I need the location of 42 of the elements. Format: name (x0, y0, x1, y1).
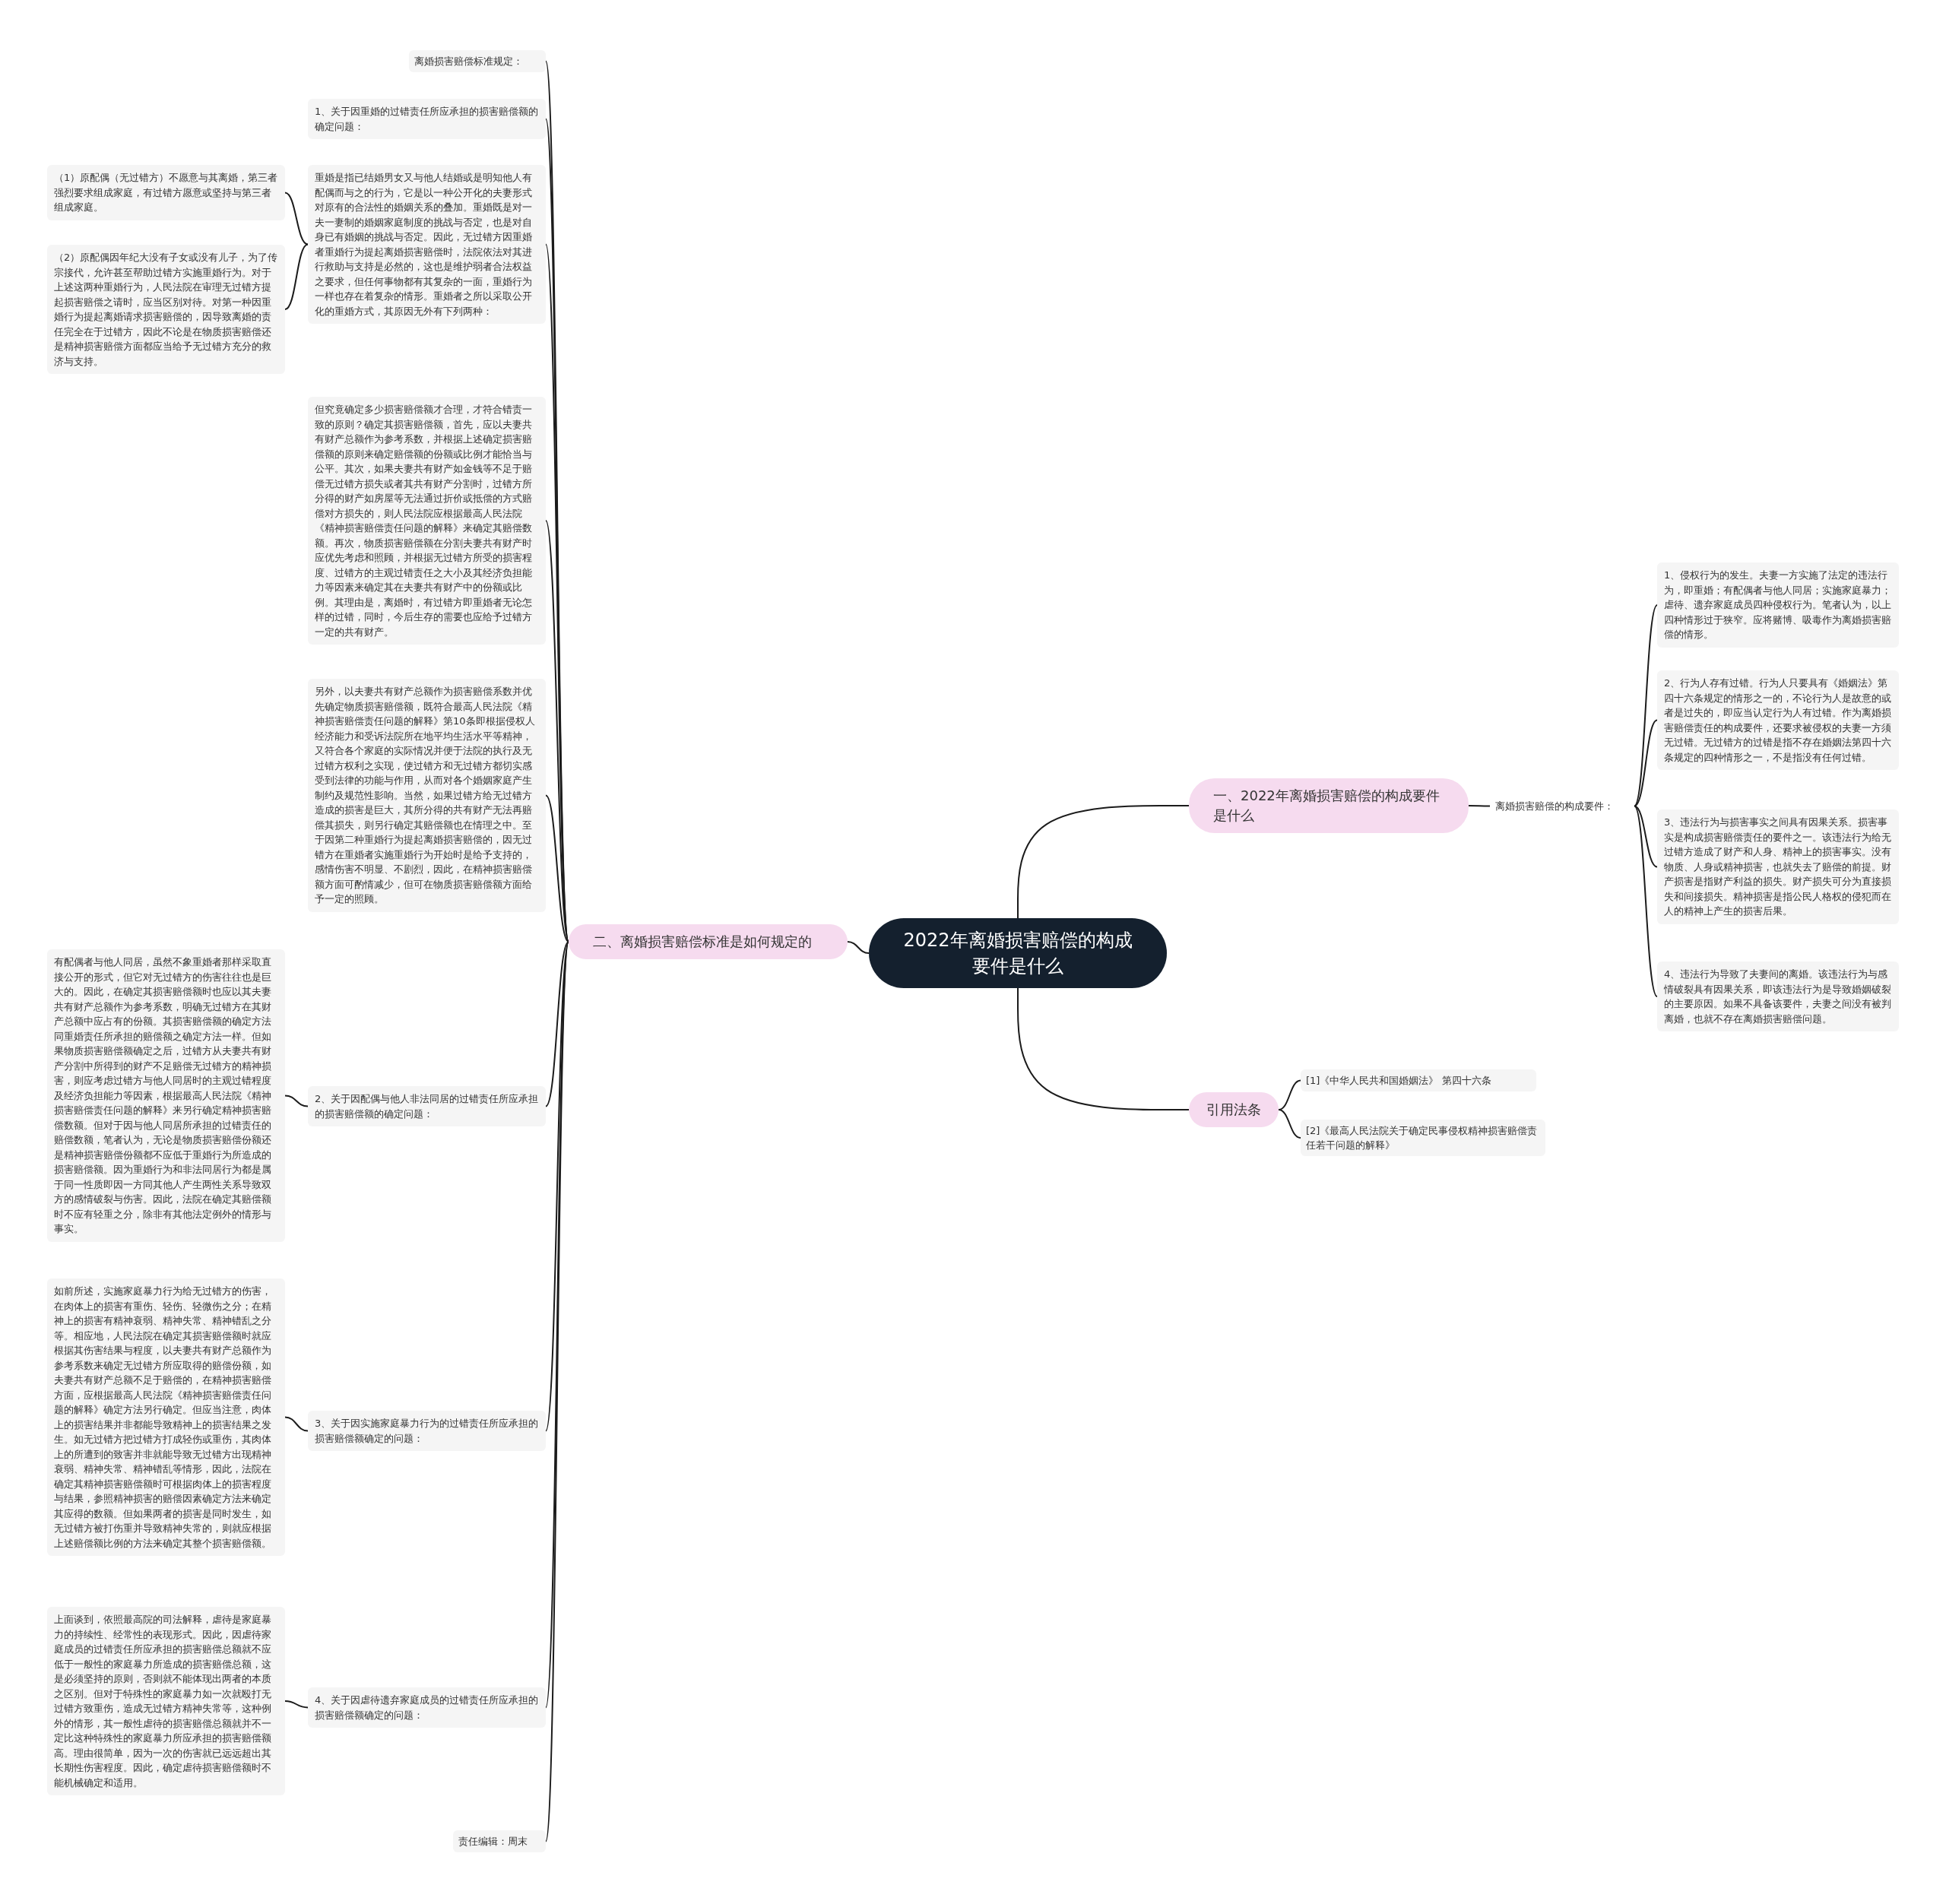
connector (1634, 805, 1658, 868)
connector (1634, 719, 1658, 807)
text-label: 离婚损害赔偿的构成要件： (1490, 795, 1634, 817)
citation-card: [2]《最高人民法院关于确定民事侵权精神损害赔偿责任若干问题的解释》 (1301, 1120, 1545, 1156)
text-card: （2）原配偶因年纪大没有子女或没有儿子，为了传宗接代，允许甚至帮助过错方实施重婚行为。对于上述这两种重婚行为，人民法院在审理无过错方提起损害赔偿之请时，应当区别对待。对第一种因重婚行为提起离婚请求损害赔偿的，因导致离婚的责任完全在于过错方，因此不论是在物质损害赔偿还是精神损害赔偿方面都应当给予无过错方充分的救济与支持。 (47, 245, 285, 374)
text-card: 如前所述，实施家庭暴力行为给无过错方的伤害，在肉体上的损害有重伤、轻伤、轻微伤之分；在精神上的损害有精神衰弱、精神失常、精神错乱之分等。相应地，人民法院在确定其损害赔偿额时就应根据其伤害结果与程度，以夫妻共有财产总额作为参考系数来确定无过错方所应取得的赔偿份额，如夫妻共有财产总额不足于赔偿的，在精神损害赔偿方面，应根据最高人民法院《精神损害赔偿责任问题的解释》确定方法另行确定。但应当注意，肉体上的损害结果并非都能导致精神上的损害结果之发生。如无过错方把过错方打成轻伤或重伤，其肉体上的所遭到的致害并非就能导致无过错方出现精神衰弱、精神失常、精神错乱等情形，因此，法院在确定其精神损害赔偿额时可根据肉体上的损害程度与结果，参照精神损害的赔偿因素确定方法来确定其应得的数额。但如果两者的损害是同时发生，如无过错方被打伤重并导致精神失常的，则就应根据上述赔偿额比例的方法来确定其整个损害赔偿额。 (47, 1278, 285, 1556)
text-card: 4、关于因虐待遗弃家庭成员的过错责任所应承担的损害赔偿额确定的问题： (308, 1687, 546, 1728)
connector (1017, 987, 1190, 1110)
text-card: 2、关于因配偶与他人非法同居的过错责任所应承担的损害赔偿额的确定问题： (308, 1086, 546, 1126)
text-card: 3、关于因实施家庭暴力行为的过错责任所应承担的损害赔偿额确定的问题： (308, 1411, 546, 1451)
connector (1017, 805, 1190, 919)
text-card: 有配偶者与他人同居，虽然不象重婚者那样采取直接公开的形式，但它对无过错方的伤害往往也是巨大的。因此，在确定其损害赔偿额时也应以其夫妻共有财产总额作为参考系数，明确无过错方在其财产总额中应占有的份额。其损害赔偿额的确定方法同重婚责任所承担的赔偿额之确定方法一样。但如果物质损害赔偿额确定之后，过错方从夫妻共有财产分割中所得到的财产不足赔偿无过错方的精神损害，则应考虑过错方与他人同居时的主观过错程度及经济负担能力等因素，根据最高人民法院《精神损害赔偿责任问题的解释》来另行确定精神损害赔偿数额。但对于因与他人同居所承担的过错责任的赔偿数额，笔者认为，无论是物质损害赔偿份额还是精神损害赔偿份额都不应低于重婚行为所造成的损害赔偿额。因为重婚行为和非法同居行为都是属于同一性质即因一方同其他人产生两性关系导致双方的感情破裂与伤害。因此，法院在确定其赔偿额时不应有轻重之分，除非有其他法定例外的情形与事实。 (47, 949, 285, 1242)
text-card: 2、行为人存有过错。行为人只要具有《婚姻法》第四十六条规定的情形之一的，不论行为人是故意的或者是过失的，即应当认定行为人有过错。作为离婚损害赔偿责任的构成要件，还要求被侵权的夫妻一方须无过错。无过错方的过错是指不存在婚姻法第四十六条规定的四种情形之一，不是指没有任何过错。 (1657, 670, 1899, 770)
central-topic: 2022年离婚损害赔偿的构成要件是什么 (869, 918, 1167, 988)
connector (284, 1095, 309, 1107)
connector (284, 192, 309, 246)
text-card: 1、侵权行为的发生。夫妻一方实施了法定的违法行为，即重婚；有配偶者与他人同居；实施家庭暴力；虐待、遗弃家庭成员四种侵权行为。笔者认为，以上四种情形过于狭窄。应将赌博、吸毒作为离婚损害赔偿的情形。 (1657, 562, 1899, 648)
connector (1634, 604, 1658, 807)
text-card: （1）原配偶（无过错方）不愿意与其离婚，第三者强烈要求组成家庭，有过错方愿意或坚持与第三者组成家庭。 (47, 165, 285, 220)
text-card: 但究竟确定多少损害赔偿额才合理，才符合错责一致的原则？确定其损害赔偿额，首先，应以夫妻共有财产总额作为参考系数，并根据上述确定损害赔偿额的原则来确定赔偿额的份额或比例才能恰当与公平。其次，如果夫妻共有财产如金钱等不足于赔偿无过错方损失或者其共有财产分割时，过错方所分得的财产如房屋等无法通过折价或抵偿的方式赔偿对方损失的，则人民法院应根据最高人民法院《精神损害赔偿责任问题的解释》来确定其赔偿数额。再次，物质损害赔偿额在分割夫妻共有财产时应优先考虑和照顾，并根据无过错方所受的损害程度、过错方的主观过错责任之大小及其经济负担能力等因素来确定其在夫妻共有财产中的份额或比例。其理由是，离婚时，有过错方即重婚者无论怎样的过错，同时，今后生存的需要也应给予过错方一定的共有财产。 (308, 397, 546, 645)
connector (1468, 805, 1491, 807)
connector (284, 1700, 309, 1709)
text-card: 上面谈到，依照最高院的司法解释，虐待是家庭暴力的持续性、经常性的表现形式。因此，因虐待家庭成员的过错责任所应承担的损害赔偿总额就不应低于一般性的家庭暴力所造成的损害赔偿总额，这是必须坚持的原则，否则就不能体现出两者的本质之区别。但对于特殊性的家庭暴力如一次就殴打无过错方致重伤，造成无过错方精神失常等，这种例外的情形，其一般性虐待的损害赔偿总额就并不一定比这种特殊性的家庭暴力所应承担的损害赔偿额高。理由很简单，因为一次的伤害就已远远超出其长期性伤害程度。因此，确定虐待损害赔偿额时不能机械确定和适用。 (47, 1607, 285, 1795)
citation-card: [1]《中华人民共和国婚姻法》 第四十六条 (1301, 1069, 1536, 1091)
text-card: 4、违法行为导致了夫妻间的离婚。该违法行为与感情破裂具有因果关系，即该违法行为是导致婚姻破裂的主要原因。如果不具备该要件，夫妻之间没有被判离婚，也就不存在离婚损害赔偿问题。 (1657, 962, 1899, 1031)
topic-pill: 一、2022年离婚损害赔偿的构成要件是什么 (1189, 778, 1469, 833)
topic-pill: 二、离婚损害赔偿标准是如何规定的 (569, 924, 848, 959)
text-card: 3、违法行为与损害事实之间具有因果关系。损害事实是构成损害赔偿责任的要件之一。该违法行为给无过错方造成了财产和人身、精神上的损害事实。没有物质、人身或精神损害，也就失去了赔偿的前提。财产损害是指财产利益的损失。财产损失可分为直接损失和间接损失。精神损害是指公民人格权的侵犯而在人的精神上产生的损害后果。 (1657, 809, 1899, 924)
topic-pill: 引用法条 (1189, 1092, 1279, 1127)
text-card: 另外，以夫妻共有财产总额作为损害赔偿系数并优先确定物质损害赔偿额，既符合最高人民法院《精神损害赔偿责任问题的解释》第10条即根据侵权人经济能力和受诉法院所在地平均生活水平等精神，又符合各个家庭的实际情况并便于法院的执行及无过错方权利之实现，使过错方和无过错方都切实感受到法律的功能与作用，从而对各个婚姻家庭产生制约及规范性影响。当然，如果过错方给无过错方造成的损害是巨大，其所分得的共有财产无法再赔偿其损失，则另行确定其赔偿额也在情理之中。至于因第二种重婚行为提起离婚损害赔偿的，因无过错方在重婚者实施重婚行为开始时是给予支持的，感情伤害不明显、不剧烈，因此，在精神损害赔偿额方面可酌情减少，但可在物质损害赔偿额方面给予一定的照顾。 (308, 679, 546, 912)
connector (1278, 1079, 1301, 1110)
connector (545, 941, 569, 1107)
connector (545, 794, 569, 942)
text-card: 离婚损害赔偿标准规定： (409, 50, 546, 72)
connector (1278, 1109, 1301, 1139)
connector (284, 1416, 309, 1432)
connector (847, 941, 870, 954)
connector (1634, 805, 1658, 997)
text-card: 1、关于因重婚的过错责任所应承担的损害赔偿额的确定问题： (308, 99, 546, 139)
text-card: 重婚是指已结婚男女又与他人结婚或是明知他人有配偶而与之的行为，它是以一种公开化的夫妻形式对原有的合法性的婚姻关系的叠加。重婚既是对一夫一妻制的婚姻家庭制度的挑战与否定，也是对自身已有婚姻的挑战与否定。因此，无过错方因重婚者重婚行为提起离婚损害赔偿时，法院依法对其进行救助与支持是必然的，这也是维护弱者合法权益之要求，但任何事物都有其复杂的一面，重婚行为一样也存在着复杂的情形。重婚者之所以采取公开化的重婚方式，其原因无外有下列两种： (308, 165, 546, 324)
text-card: 责任编辑：周末 (453, 1830, 546, 1852)
connector (284, 243, 309, 310)
